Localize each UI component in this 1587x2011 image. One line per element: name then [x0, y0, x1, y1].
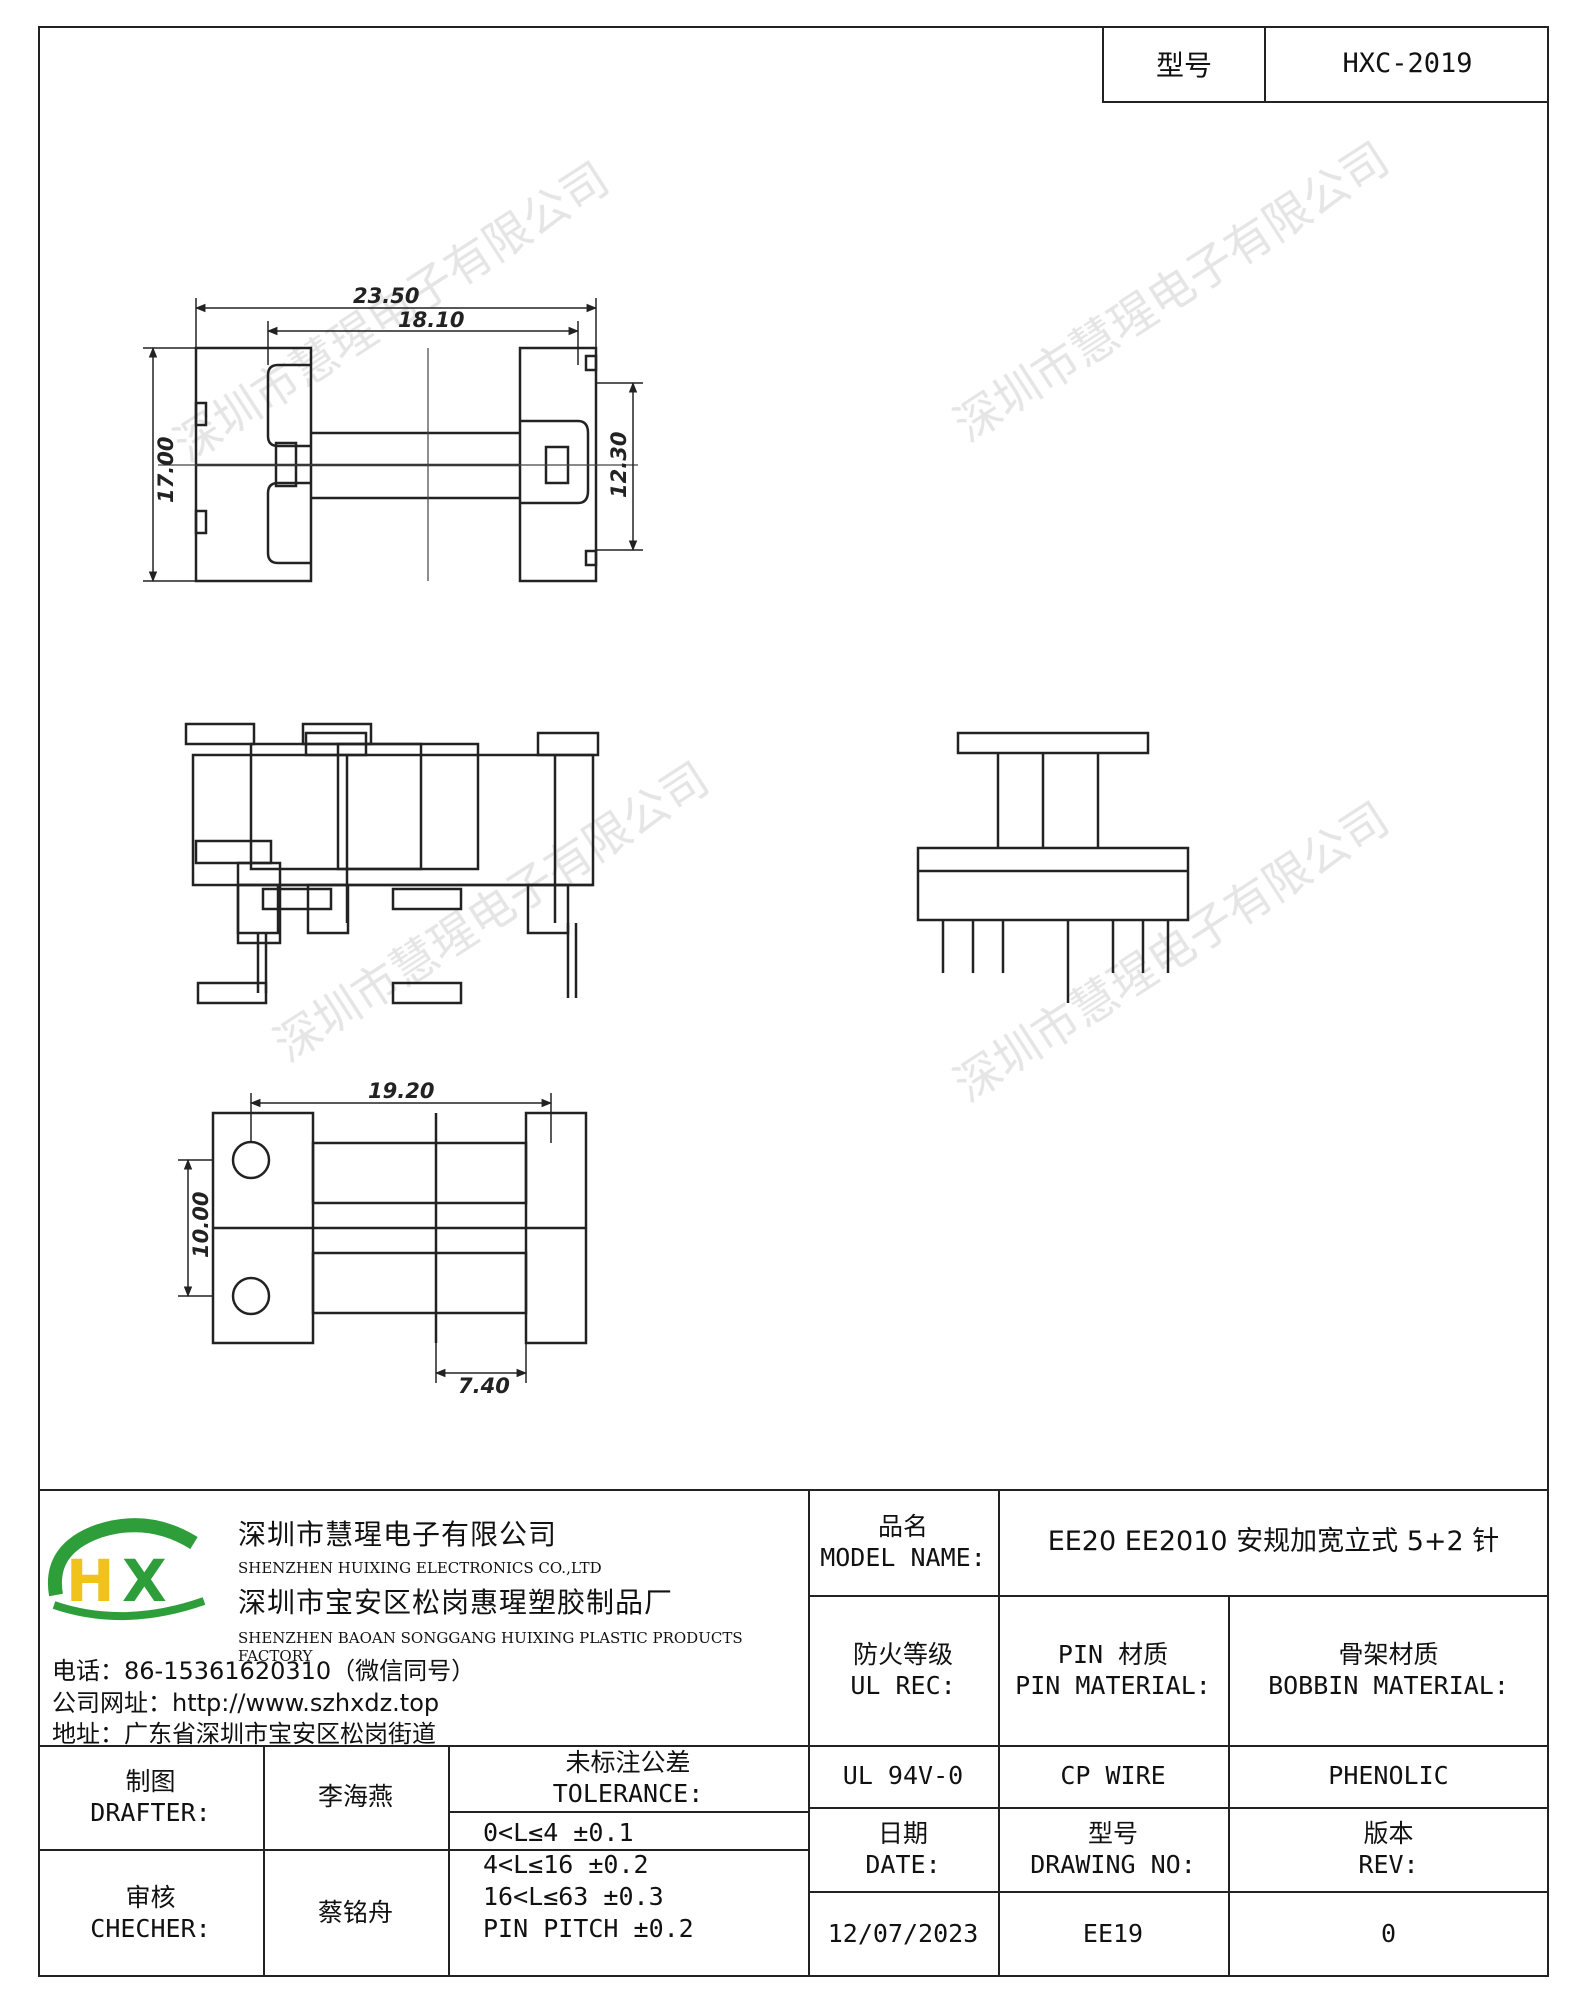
watermark-4: 深圳市慧瑆电子有限公司	[945, 791, 1399, 1112]
date-en: DATE:	[865, 1850, 941, 1879]
ul-en: UL REC:	[850, 1671, 956, 1700]
dim-o-value: 19.20	[368, 1079, 434, 1103]
tolerance-label: 未标注公差 TOLERANCE:	[448, 1745, 808, 1811]
tolerance-line-1: 0<L≤4 ±0.1	[483, 1818, 634, 1847]
rev-value: 0	[1380, 1919, 1397, 1949]
logo-h: H	[66, 1547, 115, 1615]
checker-en: CHECHER:	[90, 1914, 211, 1943]
company-address: 地址：广东省深圳市宝安区松岗街道	[52, 1720, 436, 1748]
dim-d-value: 12.30	[607, 432, 631, 498]
model-name-value: EE20 EE2010 安规加宽立式 5+2 针	[1047, 1526, 1500, 1558]
company-name-cn: 深圳市慧瑆电子有限公司	[238, 1518, 558, 1551]
pin-value: CP WIRE	[1060, 1761, 1166, 1791]
bottom-view-dimensions	[178, 1093, 553, 1383]
company-website: 公司网址：http://www.szhxdz.top	[52, 1689, 440, 1717]
drawing-en: DRAWING NO:	[1030, 1850, 1196, 1879]
dim-p-value: 10.00	[189, 1192, 213, 1258]
drawing-cn: 型号	[1087, 1818, 1138, 1848]
bobbin-value: PHENOLIC	[1328, 1761, 1449, 1791]
rev-cn: 版本	[1363, 1818, 1414, 1848]
drafter-value: 李海燕	[317, 1782, 393, 1812]
top-view-dimensions	[143, 298, 643, 583]
model-number-box: 型号 HXC-2019	[1102, 26, 1549, 103]
watermark-1: 深圳市慧瑆电子有限公司	[165, 151, 619, 472]
tolerance-line-3: 16<L≤63 ±0.3	[483, 1882, 664, 1911]
bottom-view-labels: 19.20 10.00 7.40	[189, 1079, 510, 1398]
factory-name-cn: 深圳市宝安区松岗惠瑆塑胶制品厂	[238, 1586, 674, 1619]
dim-r-value: 7.40	[458, 1374, 510, 1398]
ul-cn: 防火等级	[852, 1639, 953, 1669]
dim-a-value: 17.00	[154, 437, 178, 503]
dim-c-value: 18.10	[398, 308, 464, 332]
drawing-no-value: EE19	[1082, 1919, 1144, 1949]
drafter-label: 制图 DRAFTER:	[38, 1745, 263, 1849]
watermark-2: 深圳市慧瑆电子有限公司	[945, 131, 1399, 452]
pin-material-label: PIN 材质 PIN MATERIAL:	[998, 1595, 1228, 1745]
drawing-no-label: 型号 DRAWING NO:	[998, 1807, 1228, 1891]
title-block: H X 深圳市慧瑆电子有限公司 SHENZHEN HUIXING ELECTRO…	[38, 1489, 1549, 1977]
tolerance-en: TOLERANCE:	[552, 1779, 704, 1808]
model-label: 型号	[1104, 26, 1266, 101]
bobbin-material-label: 骨架材质 BOBBIN MATERIAL:	[1228, 1595, 1549, 1745]
date-cn: 日期	[877, 1818, 928, 1848]
side-view	[184, 722, 480, 1005]
bobbin-en: BOBBIN MATERIAL:	[1268, 1671, 1509, 1700]
checker-value: 蔡铭舟	[317, 1898, 393, 1928]
tolerance-line-2: 4<L≤16 ±0.2	[483, 1850, 649, 1879]
model-name-label: 品名 MODEL NAME:	[808, 1489, 998, 1595]
drawing-sheet-border	[38, 26, 1549, 1977]
dim-b-value: 23.50	[353, 284, 419, 308]
pin-cn: PIN 材质	[1057, 1639, 1169, 1669]
company-block: H X 深圳市慧瑆电子有限公司 SHENZHEN HUIXING ELECTRO…	[38, 1489, 808, 1748]
checker-label: 审核 CHECHER:	[38, 1849, 263, 1977]
bottom-view	[211, 1111, 588, 1345]
watermark-3: 深圳市慧瑆电子有限公司	[265, 751, 719, 1072]
front-elevation	[191, 731, 600, 998]
model-name-en: MODEL NAME:	[820, 1543, 986, 1572]
model-value: HXC-2019	[1342, 48, 1473, 79]
tolerance-lines: 0<L≤4 ±0.1 4<L≤16 ±0.2 16<L≤63 ±0.3 PIN …	[483, 1817, 694, 1945]
rev-label: 版本 REV:	[1228, 1807, 1549, 1891]
bobbin-cn: 骨架材质	[1338, 1639, 1439, 1669]
drafter-en: DRAFTER:	[90, 1798, 211, 1827]
company-name-en: SHENZHEN HUIXING ELECTRONICS CO.,LTD	[238, 1559, 602, 1577]
top-view-centerlines	[158, 348, 638, 581]
tolerance-cn: 未标注公差	[565, 1747, 691, 1777]
factory-name-en: SHENZHEN BAOAN SONGGANG HUIXING PLASTIC …	[238, 1629, 743, 1665]
tolerance-line-4: PIN PITCH ±0.2	[483, 1914, 694, 1943]
drafter-cn: 制图	[125, 1766, 176, 1796]
ul-value: UL 94V-0	[842, 1761, 964, 1791]
end-view	[916, 731, 1190, 1003]
watermark-group: 深圳市慧瑆电子有限公司 深圳市慧瑆电子有限公司 深圳市慧瑆电子有限公司 深圳市慧…	[165, 131, 1399, 1112]
pin-en: PIN MATERIAL:	[1015, 1671, 1211, 1700]
company-logo: H X	[47, 1518, 206, 1621]
model-name-cn: 品名	[877, 1511, 928, 1541]
company-phone: 电话：86-15361620310（微信同号）	[52, 1657, 476, 1685]
date-label: 日期 DATE:	[808, 1807, 998, 1891]
ul-label: 防火等级 UL REC:	[808, 1595, 998, 1745]
technical-drawings: 深圳市慧瑆电子有限公司 深圳市慧瑆电子有限公司 深圳市慧瑆电子有限公司 深圳市慧…	[143, 131, 1399, 1398]
date-value: 12/07/2023	[827, 1919, 979, 1949]
top-view-labels: 23.50 18.10 17.00 12.30	[154, 284, 631, 503]
checker-cn: 审核	[125, 1882, 176, 1912]
logo-x: X	[122, 1547, 167, 1615]
rev-en: REV:	[1358, 1850, 1419, 1879]
